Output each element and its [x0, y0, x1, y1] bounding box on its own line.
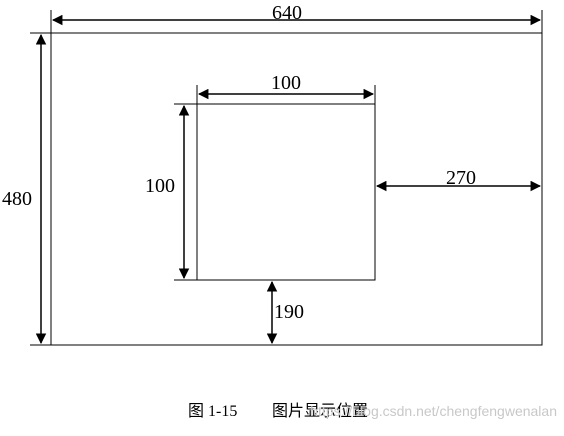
right-gap-label: 270: [446, 167, 476, 189]
caption-title: 图片显示位置: [272, 402, 368, 420]
inner-width-label: 100: [271, 72, 301, 94]
caption-number: 图 1-15: [188, 403, 237, 420]
inner-height-label: 100: [145, 175, 175, 197]
outer-width-label: 640: [272, 2, 302, 24]
watermark-text: https://blog.csdn.net/chengfengwenalan: [310, 403, 557, 419]
inner-image-rect: [196, 103, 376, 281]
bottom-gap-label: 190: [274, 301, 304, 323]
outer-height-label: 480: [2, 188, 32, 210]
outer-screen-rect: [50, 32, 543, 346]
